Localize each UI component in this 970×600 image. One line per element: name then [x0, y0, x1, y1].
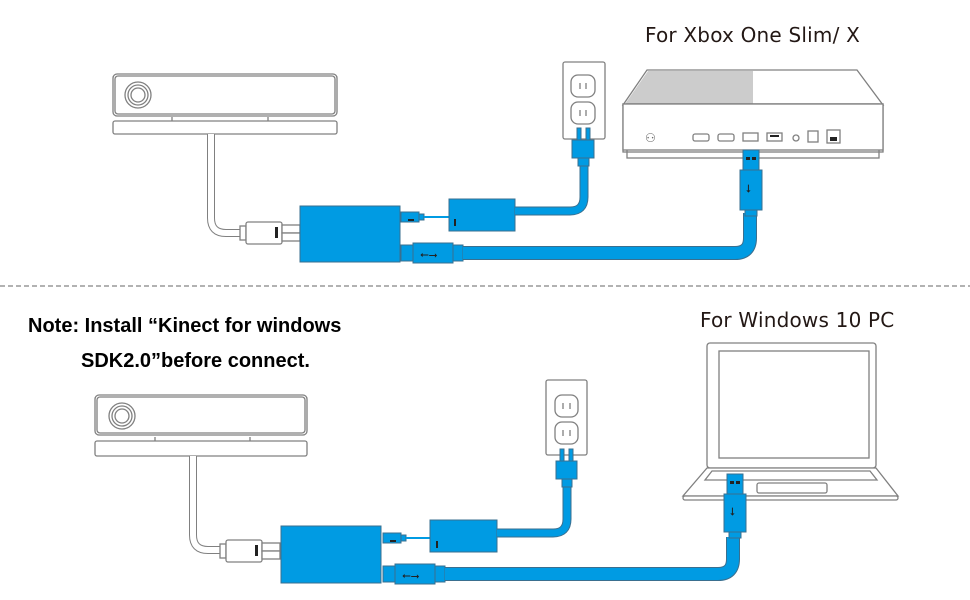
pc-section-title: For Windows 10 PC [700, 308, 895, 332]
svg-text:⭠⭢: ⭠⭢ [420, 248, 438, 261]
power-plug-bottom [382, 532, 430, 544]
note-line-2: SDK2.0”before connect. [81, 350, 310, 372]
adapter-box-bottom [280, 525, 382, 584]
xbox-console: ⚇ [621, 69, 885, 159]
xbox-section-title: For Xbox One Slim/ X [645, 23, 860, 47]
adapter-box-top [299, 205, 401, 263]
power-brick-top [448, 198, 516, 232]
kinect-cable-bottom [189, 456, 281, 563]
power-plug-top [400, 211, 449, 223]
usb-plug-adapter-bottom: ⭠⭢ [382, 563, 446, 585]
usb-plug-laptop: ⭣ [723, 473, 747, 539]
power-cable-top [515, 165, 589, 216]
laptop [681, 342, 900, 501]
svg-text:⭠⭢: ⭠⭢ [402, 569, 420, 582]
kinect-sensor-bottom [94, 394, 308, 457]
svg-text:⭣: ⭣ [730, 505, 736, 518]
wall-outlet-bottom [545, 379, 588, 488]
usb-plug-adapter-top: ⭠⭢ [400, 242, 464, 264]
kinect-cable-top [207, 134, 301, 245]
note-line-1: Note: Install “Kinect for windows [28, 315, 342, 337]
svg-text:⭣: ⭣ [746, 182, 752, 195]
svg-text:⚇: ⚇ [645, 131, 656, 145]
usb-plug-xbox: ⭣ [739, 149, 763, 217]
kinect-sensor-top [112, 73, 338, 135]
power-brick-bottom [429, 519, 498, 553]
wall-outlet-top [562, 61, 606, 167]
power-cable-bottom [497, 487, 572, 538]
